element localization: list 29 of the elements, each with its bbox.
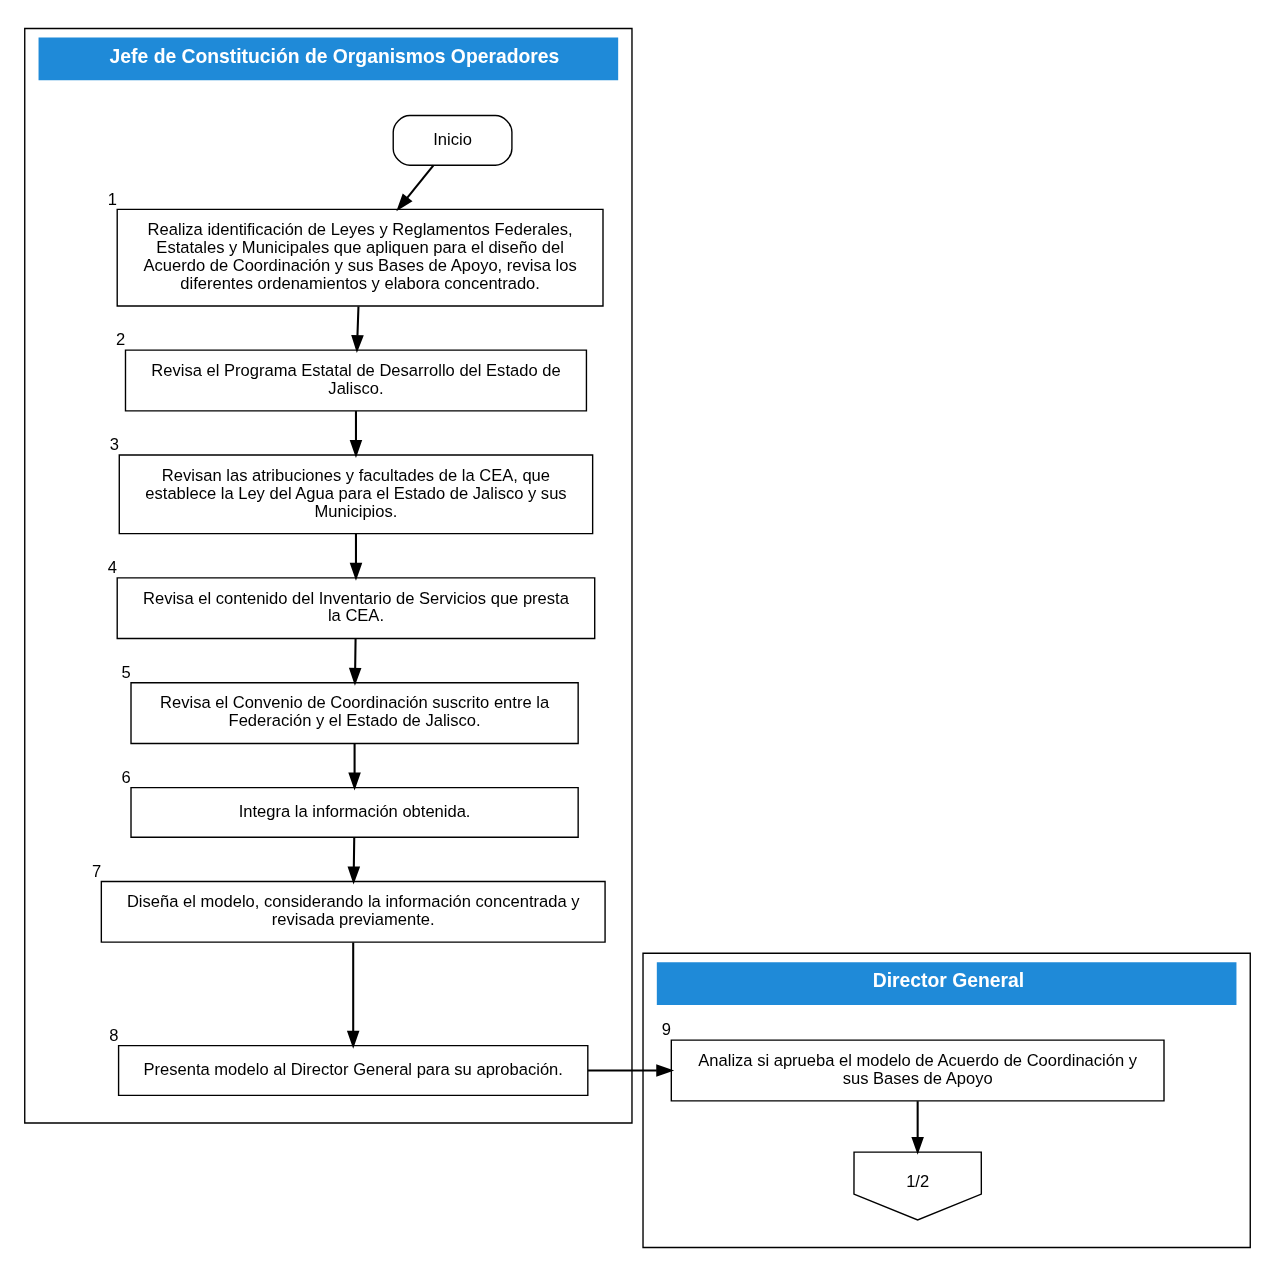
node-box: Inicio [392,114,513,166]
node-box: Revisa el Convenio de Coordinación suscrito entre la Federación y el Estado de Jalisco. [130,681,579,744]
node-label: 9 [661,1019,672,1039]
node-label: 4 [107,557,117,577]
node-box: Revisa el contenido del Inventario de Servicios que presta la CEA. [116,576,596,639]
arrow [588,1063,675,1077]
node-box: Integra la información obtenida. [130,786,579,838]
node-label: 5 [121,662,131,682]
arrow [349,533,363,581]
node-label: 7 [91,861,102,881]
node-box: Analiza si aprueba el modelo de Acuerdo de Coordinación y sus Bases de Apoyo [670,1038,1165,1102]
arrow [396,164,435,211]
arrow [351,305,364,353]
arrow [347,837,361,884]
arrow [911,1100,924,1155]
arrow [348,742,361,790]
node-label: 1 [107,189,117,209]
arrow [348,638,362,686]
arrow [346,942,360,1049]
node-box: Revisan las atribuciones y facultades de la CEA, que establece la Ley del Agua para el Estado de Jalisco y sus Municipios. [118,453,594,534]
arrow [349,410,363,458]
node-label: 8 [109,1025,119,1045]
node-box: Diseña el modelo, considerando la información concentrada y revisada previamente. [100,880,606,943]
node-box: Presenta modelo al Director General para su aprobación. [117,1044,589,1096]
node-box: Realiza identificación de Leyes y Reglamentos Federales, Estatales y Municipales que apliquen para el diseño del Acuerdo de Coordinación y sus Bases de Apoyo, revisa los diferentes ordenamientos y elabora concentrado. [116,208,604,307]
node-box: Revisa el Programa Estatal de Desarrollo del Estado de Jalisco. [124,348,588,412]
node-label: 3 [109,434,120,454]
node-label: 6 [121,767,131,787]
node-label: 2 [116,329,126,349]
